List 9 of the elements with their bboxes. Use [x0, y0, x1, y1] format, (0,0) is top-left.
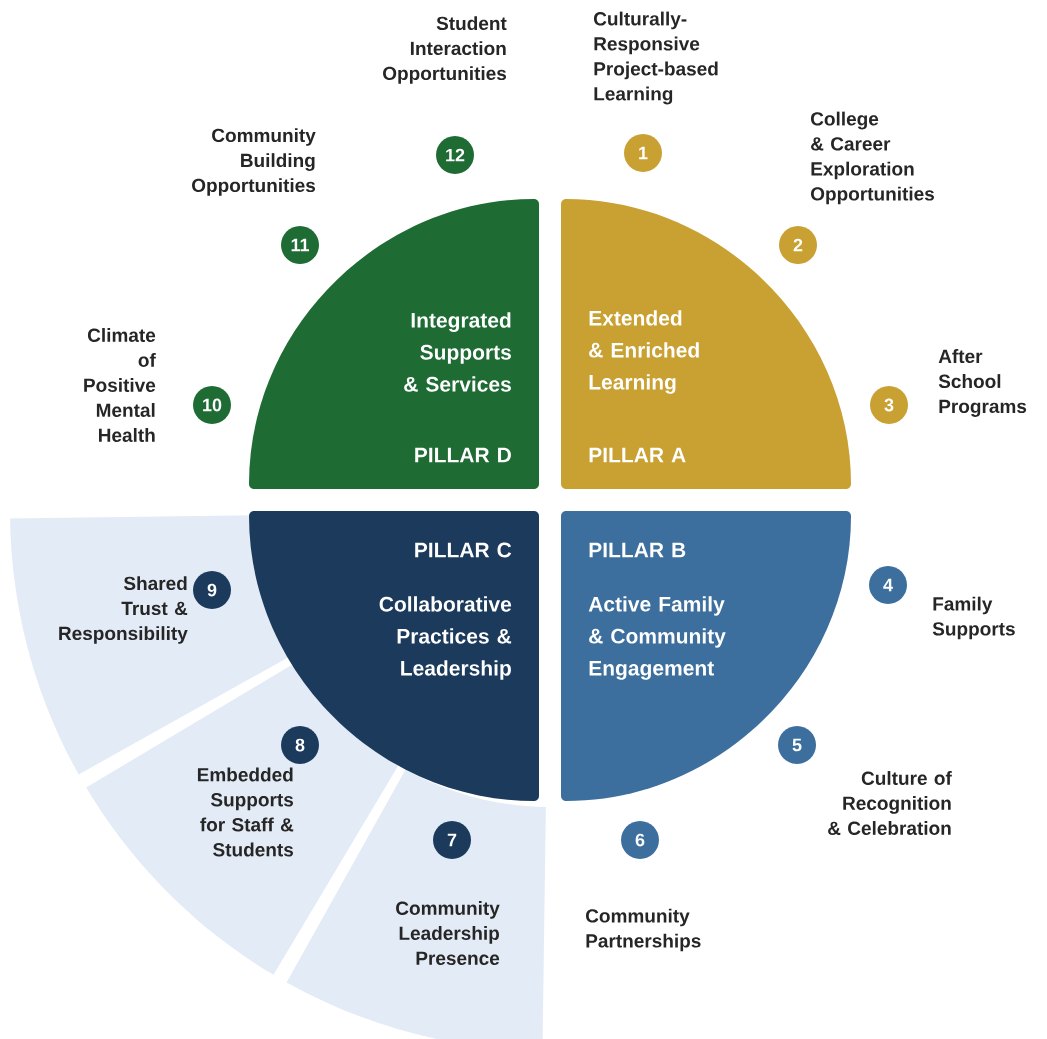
pillar-label: Community Building Opportunities: [192, 128, 316, 196]
pillar-label: Culturally- Responsive Project-based Learning: [594, 11, 718, 105]
pillar-label: Community Leadership Presence: [396, 901, 500, 965]
pillar-label: Shared Trust & Responsibility: [59, 576, 188, 644]
pillar-label: Student Interaction Opportunities: [383, 16, 507, 84]
pillar-label: Climate of Positive Mental Health: [84, 328, 156, 442]
pillar-label: Family Supports: [932, 596, 1015, 640]
pillar-label: Community Partnerships: [586, 908, 701, 952]
pillar-label: After School Programs: [938, 349, 1027, 417]
